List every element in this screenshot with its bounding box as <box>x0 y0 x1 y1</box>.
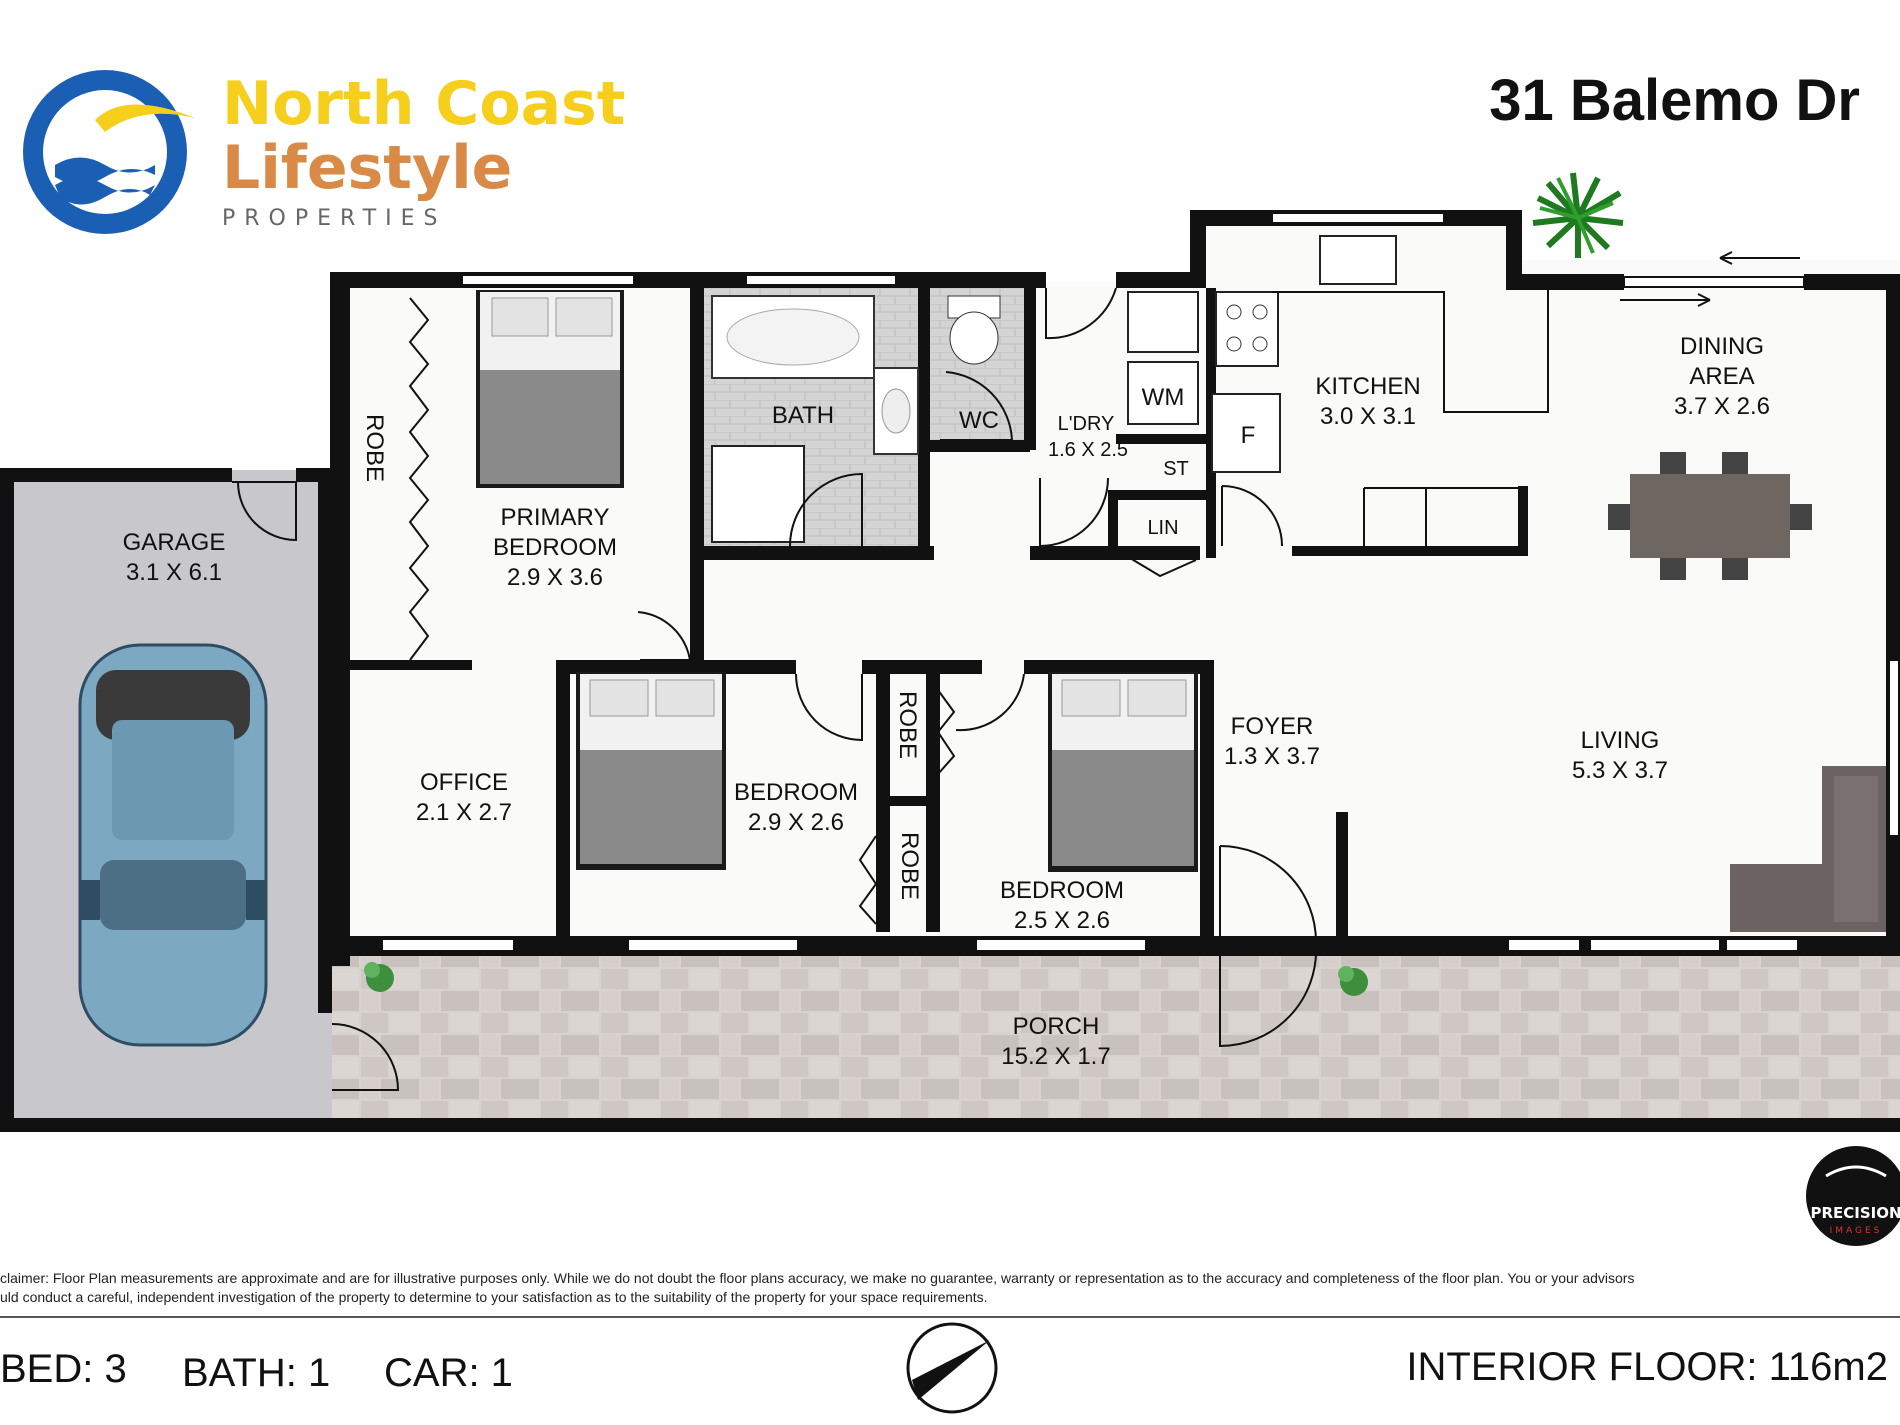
crosshair-icon <box>1825 1165 1887 1178</box>
bedroom2-dims: 2.9 X 2.6 <box>748 809 844 836</box>
washing-machine-icon <box>1127 361 1199 425</box>
office-label: OFFICE <box>420 769 508 796</box>
st-label: ST <box>1163 458 1189 480</box>
stat-car: CAR: 1 <box>384 1351 513 1395</box>
stat-bath: BATH: 1 <box>182 1351 330 1395</box>
foyer-label: FOYER <box>1231 713 1314 740</box>
living-dims: 5.3 X 3.7 <box>1572 757 1668 784</box>
primary-bedroom-label2: BEDROOM <box>493 534 617 561</box>
robe2-label: ROBE <box>894 691 921 759</box>
fridge-icon <box>1211 393 1281 473</box>
bed-icon <box>576 672 726 870</box>
bed-icon <box>476 290 624 488</box>
car-icon <box>78 643 268 1047</box>
dining-label1: DINING <box>1680 333 1764 360</box>
primary-bedroom-dims: 2.9 X 3.6 <box>507 564 603 591</box>
sink-icon <box>873 367 919 455</box>
kitchen-label: KITCHEN <box>1315 373 1420 400</box>
sofa-icon <box>1730 766 1886 932</box>
porch-dims: 15.2 X 1.7 <box>1001 1043 1110 1070</box>
brand-name-line3: PROPERTIES <box>222 206 447 231</box>
photographer-logo: PRECISION IMAGES <box>1806 1146 1900 1246</box>
bedroom3-dims: 2.5 X 2.6 <box>1014 907 1110 934</box>
porch-label: PORCH <box>1013 1013 1100 1040</box>
dining-dims: 3.7 X 2.6 <box>1674 393 1770 420</box>
lin-label: LIN <box>1147 517 1178 539</box>
bedroom3-label: BEDROOM <box>1000 877 1124 904</box>
plant-icon <box>1532 172 1624 258</box>
robe3-label: ROBE <box>896 832 923 900</box>
laundry-dims: 1.6 X 2.5 <box>1048 439 1128 461</box>
sink-icon <box>1127 291 1199 353</box>
bedroom2-label: BEDROOM <box>734 779 858 806</box>
garage-label: GARAGE <box>123 529 226 556</box>
disclaimer-line1: claimer: Floor Plan measurements are app… <box>0 1270 1634 1286</box>
fridge-label: F <box>1241 422 1256 449</box>
stove-icon <box>1215 291 1279 367</box>
foyer-dims: 1.3 X 3.7 <box>1224 743 1320 770</box>
plant-icon <box>364 962 1368 996</box>
shower-icon <box>711 445 805 543</box>
brand-name-line2: Lifestyle <box>222 133 512 203</box>
kitchen-sink-icon <box>1319 235 1397 285</box>
wm-label: WM <box>1142 384 1185 411</box>
photographer-sub: IMAGES <box>1830 1226 1883 1236</box>
dining-table-icon <box>1608 452 1812 580</box>
bath-label: BATH <box>772 402 834 429</box>
living-label: LIVING <box>1581 727 1660 754</box>
disclaimer-line2: uld conduct a careful, independent inves… <box>0 1289 988 1305</box>
compass-icon <box>906 1322 998 1414</box>
brand-name-line1: North Coast <box>222 69 625 139</box>
bathtub-icon <box>711 295 875 379</box>
toilet-icon <box>947 295 1001 365</box>
wc-label: WC <box>959 407 999 434</box>
bed-icon <box>1048 672 1198 872</box>
office-dims: 2.1 X 2.7 <box>416 799 512 826</box>
brand-logo: North Coast Lifestyle PROPERTIES <box>23 69 625 234</box>
photographer-name: PRECISION <box>1810 1204 1900 1222</box>
robe-main-label: ROBE <box>361 414 388 482</box>
stat-interior-floor: INTERIOR FLOOR: 116m2 <box>1406 1345 1888 1389</box>
dining-label2: AREA <box>1689 363 1754 390</box>
garage-dims: 3.1 X 6.1 <box>126 559 222 586</box>
laundry-label: L'DRY <box>1058 413 1115 435</box>
property-address: 31 Balemo Dr <box>1489 68 1860 133</box>
kitchen-dims: 3.0 X 3.1 <box>1320 403 1416 430</box>
stat-bed: BED: 3 <box>0 1347 127 1391</box>
primary-bedroom-label1: PRIMARY <box>501 504 610 531</box>
